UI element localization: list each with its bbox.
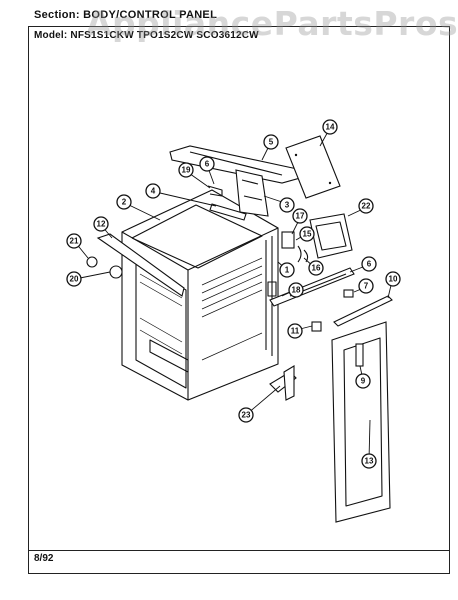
svg-text:5: 5: [269, 138, 274, 147]
callout-16: 16: [308, 260, 324, 276]
callout-2: 2: [116, 194, 132, 210]
clip-bracket: [207, 185, 223, 197]
svg-text:15: 15: [303, 230, 312, 239]
svg-text:9: 9: [361, 377, 366, 386]
callout-13: 13: [361, 453, 377, 469]
callout-6-right: 6: [361, 256, 377, 272]
section-title: Section: BODY/CONTROL PANEL: [34, 9, 218, 21]
svg-text:22: 22: [362, 202, 371, 211]
callout-14: 14: [322, 119, 338, 135]
callout-12: 12: [93, 216, 109, 232]
callout-20: 20: [66, 271, 82, 287]
svg-text:11: 11: [291, 327, 300, 336]
small-clip-11: [311, 321, 322, 332]
callout-1: 1: [279, 262, 295, 278]
svg-text:6: 6: [205, 160, 210, 169]
callout-22: 22: [358, 198, 374, 214]
svg-text:16: 16: [312, 264, 321, 273]
control-bracket: [235, 169, 269, 217]
top-trim-strip: [209, 203, 247, 221]
callout-15: 15: [299, 226, 315, 242]
callout-21: 21: [66, 233, 82, 249]
callout-18: 18: [288, 282, 304, 298]
svg-text:3: 3: [285, 201, 290, 210]
door-panel: [331, 321, 391, 523]
svg-text:4: 4: [151, 187, 156, 196]
callout-19: 19: [178, 162, 194, 178]
switch-assembly: [281, 231, 309, 263]
svg-text:17: 17: [296, 212, 305, 221]
callout-17: 17: [292, 208, 308, 224]
revision-date: 8/92: [34, 553, 54, 564]
oven-body: [121, 189, 279, 401]
callout-11: 11: [287, 323, 303, 339]
svg-text:7: 7: [364, 282, 369, 291]
callout-4: 4: [145, 183, 161, 199]
svg-text:2: 2: [122, 198, 127, 207]
window-frame-panel: [309, 213, 353, 259]
rear-access-panel: [285, 135, 341, 199]
callout-23: 23: [238, 407, 254, 423]
callout-9: 9: [355, 373, 371, 389]
svg-text:18: 18: [292, 286, 301, 295]
model-numbers: Model: NFS1S1CKW TPO1S2CW SCO3612CW: [34, 30, 259, 41]
small-clip-7: [343, 289, 354, 298]
svg-text:21: 21: [70, 237, 79, 246]
svg-text:1: 1: [285, 266, 290, 275]
door-seal-strip: [333, 295, 393, 327]
callout-5: 5: [263, 134, 279, 150]
callout-7: 7: [358, 278, 374, 294]
svg-text:6: 6: [367, 260, 372, 269]
svg-text:14: 14: [326, 123, 335, 132]
foot-bracket: [269, 365, 297, 401]
diagram-frame: [28, 26, 450, 574]
callout-3: 3: [279, 197, 295, 213]
svg-text:13: 13: [365, 457, 374, 466]
svg-text:23: 23: [242, 411, 251, 420]
callout-6-top: 6: [199, 156, 215, 172]
svg-text:19: 19: [182, 166, 191, 175]
svg-text:10: 10: [389, 275, 398, 284]
callout-10: 10: [385, 271, 401, 287]
svg-text:20: 20: [70, 275, 79, 284]
footer-divider: [28, 550, 450, 551]
svg-text:12: 12: [97, 220, 106, 229]
